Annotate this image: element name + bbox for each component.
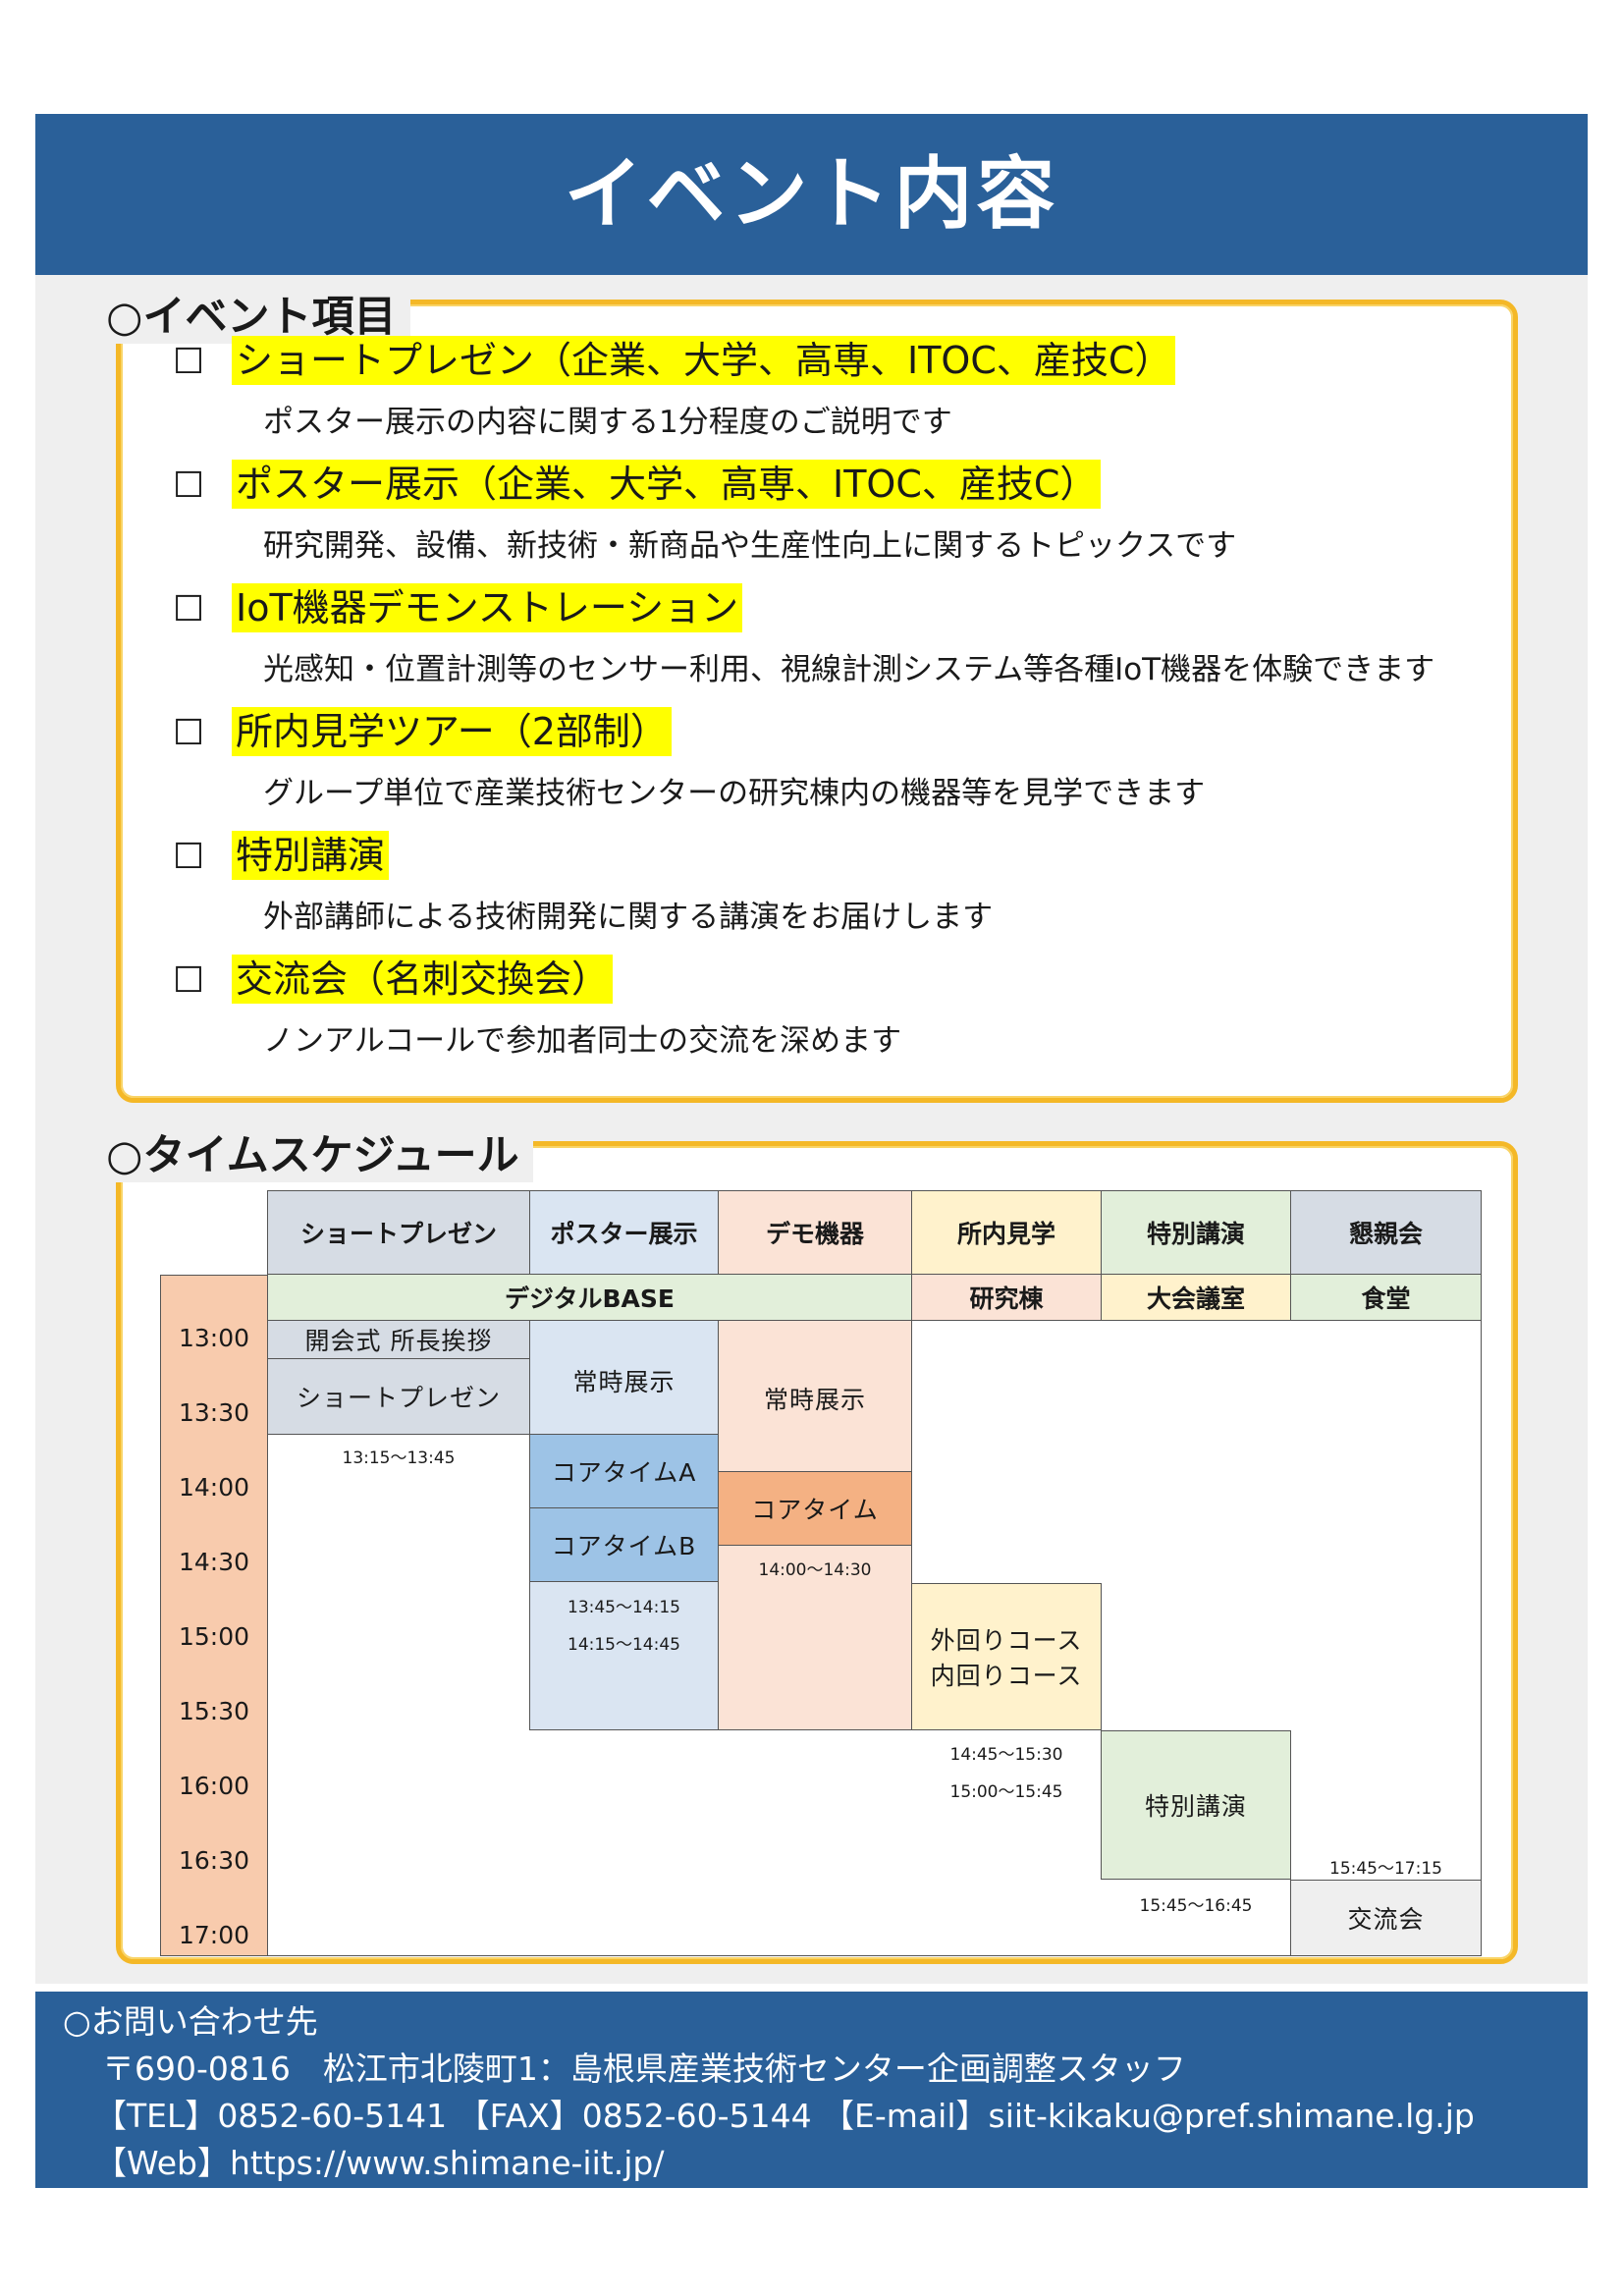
events-section-title: ○イベント項目 (96, 283, 410, 344)
note-party: 15:45～17:15 (1329, 1859, 1442, 1879)
block-tour: 外回りコース 内回りコース (911, 1583, 1102, 1730)
col-header-party: 懇親会 (1290, 1190, 1482, 1275)
event-title: 交流会（名刺交換会） (232, 955, 614, 1004)
tour-outer: 外回りコース (930, 1626, 1083, 1655)
col-header-tour: 所内見学 (911, 1190, 1102, 1275)
header-banner (35, 114, 1588, 275)
block-opening: 開会式 所長挨拶 (267, 1320, 530, 1359)
block-party: 交流会 (1290, 1880, 1482, 1956)
time-column (160, 1275, 268, 1956)
block-demo-core: コアタイム (718, 1471, 912, 1546)
note-core-b: 14:15～14:45 (568, 1635, 680, 1655)
event-checkbox[interactable]: ☐ (173, 713, 205, 753)
footer-address: 〒690-0816 松江市北陵町1：島根県産業技術センター企画調整スタッフ (102, 2050, 1186, 2088)
venue-hall: 大会議室 (1101, 1274, 1291, 1321)
event-checkbox[interactable]: ☐ (173, 837, 205, 877)
time-label: 15:30 (178, 1697, 250, 1725)
event-desc: 研究開発、設備、新技術・新商品や生産性向上に関するトピックスです (263, 528, 1237, 564)
event-desc: 光感知・位置計測等のセンサー利用、視線計測システム等各種IoT機器を体験できます (263, 652, 1435, 687)
note-lecture: 15:45～16:45 (1139, 1896, 1253, 1916)
venue-lab: 研究棟 (911, 1274, 1102, 1321)
poster-label: 常時展示 (572, 1368, 676, 1396)
time-label: 17:00 (178, 1921, 250, 1949)
event-desc: ノンアルコールで参加者同士の交流を深めます (263, 1023, 902, 1059)
time-label: 14:30 (178, 1548, 250, 1576)
block-core-b: コアタイムB (529, 1507, 719, 1582)
demo-label: 常時展示 (763, 1386, 866, 1414)
note-tour-inner: 15:00～15:45 (949, 1782, 1063, 1802)
time-label: 15:00 (178, 1622, 250, 1651)
footer-contact[interactable]: 【TEL】0852-60-5141 【FAX】0852-60-5144 【E-m… (94, 2097, 1475, 2135)
footer-web-link[interactable]: 【Web】https://www.shimane-iit.jp/ (94, 2144, 665, 2182)
block-core-a: コアタイムA (529, 1434, 719, 1508)
event-checkbox[interactable]: ☐ (173, 960, 205, 1001)
event-desc: ポスター展示の内容に関する1分程度のご説明です (263, 405, 952, 440)
col-header-demo: デモ機器 (718, 1190, 912, 1275)
time-label: 13:00 (178, 1324, 250, 1352)
note-demo: 14:00～14:30 (758, 1560, 872, 1580)
event-title: IoT機器デモンストレーション (232, 583, 743, 632)
venue-digital-base: デジタルBASE (267, 1274, 912, 1321)
contact-footer: ○お問い合わせ先 〒690-0816 松江市北陵町1：島根県産業技術センター企画… (35, 1992, 1588, 2188)
time-label: 14:00 (178, 1473, 250, 1502)
note-tour-outer: 14:45～15:30 (949, 1745, 1063, 1765)
page-title: イベント内容 (564, 148, 1059, 240)
col-header-lecture: 特別講演 (1101, 1190, 1291, 1275)
time-label: 16:00 (178, 1772, 250, 1800)
event-checkbox[interactable]: ☐ (173, 465, 205, 506)
note-short: 13:15～13:45 (342, 1449, 456, 1468)
event-title: 所内見学ツアー（2部制） (232, 707, 672, 756)
event-title: ポスター展示（企業、大学、高専、ITOC、産技C） (232, 460, 1102, 509)
schedule-section-title: ○タイムスケジュール (96, 1121, 533, 1182)
col-header-poster: ポスター展示 (529, 1190, 719, 1275)
event-desc: 外部講師による技術開発に関する講演をお届けします (263, 900, 994, 935)
col-header-short-presentation: ショートプレゼン (267, 1190, 530, 1275)
block-lecture: 特別講演 (1101, 1730, 1291, 1880)
event-checkbox[interactable]: ☐ (173, 589, 205, 629)
event-title: 特別講演 (232, 831, 390, 880)
time-label: 16:30 (178, 1846, 250, 1875)
time-label: 13:30 (178, 1398, 250, 1427)
tour-inner: 内回りコース (930, 1662, 1083, 1690)
event-checkbox[interactable]: ☐ (173, 342, 205, 382)
event-title: ショートプレゼン（企業、大学、高専、ITOC、産技C） (232, 336, 1176, 385)
event-desc: グループ単位で産業技術センターの研究棟内の機器等を見学できます (263, 776, 1206, 811)
note-core-a: 13:45～14:15 (568, 1598, 680, 1617)
venue-cafeteria: 食堂 (1290, 1274, 1482, 1321)
block-short-presentation: ショートプレゼン (267, 1358, 530, 1435)
footer-title: ○お問い合わせ先 (63, 2002, 318, 2041)
